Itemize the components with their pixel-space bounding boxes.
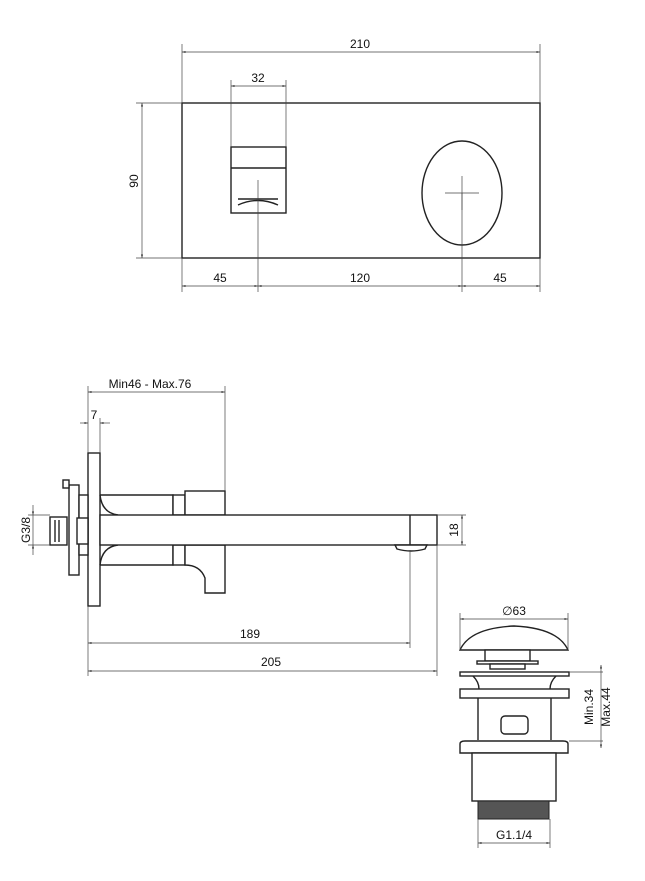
drain-view: ∅63 Min.34 Max.44 G1.1/4 (458, 604, 613, 848)
dim-min-height: Min.34 (582, 689, 596, 725)
wall-plate-side (87, 452, 101, 607)
dim-cap-diameter: ∅63 (502, 604, 526, 618)
wall-plate-front (181, 102, 541, 259)
dim-left-offset: 45 (213, 271, 227, 285)
lever-handle-front (230, 146, 287, 214)
drain-thread (477, 800, 550, 820)
spout (99, 514, 438, 546)
lever-handle-bottom (184, 544, 226, 594)
dim-inlet-thread: G3/8 (19, 517, 33, 543)
dim-overall-projection: 205 (261, 655, 281, 669)
dim-spout-height: 18 (447, 523, 461, 537)
drain-window (500, 715, 529, 735)
dim-plate-thickness: 7 (91, 408, 98, 422)
drain-cap (458, 625, 570, 651)
dim-handle-width: 32 (251, 71, 265, 85)
dim-wall-depth: Min46 - Max.76 (109, 377, 192, 391)
dim-height: 90 (127, 174, 141, 188)
dim-drain-thread: G1.1/4 (496, 828, 532, 842)
drain-body (471, 752, 557, 802)
side-view: Min46 - Max.76 7 G3/8 18 189 205 (19, 377, 466, 676)
dim-max-height: Max.44 (599, 687, 613, 727)
dim-right-offset: 45 (493, 271, 507, 285)
dim-center-distance: 120 (350, 271, 370, 285)
dim-width-total: 210 (350, 37, 370, 51)
dim-spout-to-outlet: 189 (240, 627, 260, 641)
aerator (393, 544, 429, 552)
lever-handle-top (184, 490, 226, 516)
top-view: 210 32 90 45 120 45 (127, 37, 541, 292)
